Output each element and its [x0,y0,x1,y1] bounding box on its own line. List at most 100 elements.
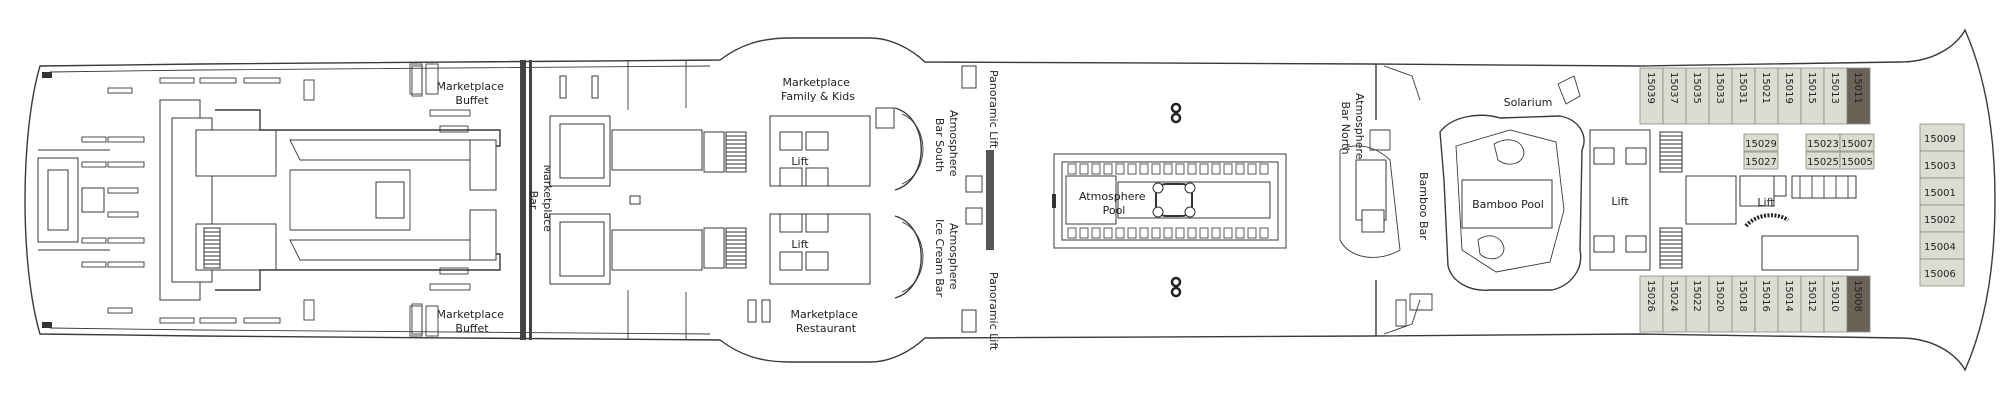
cabin-15006[interactable]: 15006 [1919,258,1965,287]
label-bamboo-bar: Bamboo Bar [1417,172,1430,240]
stern-area [37,65,471,335]
cabin-number: 15013 [1829,72,1840,104]
cabin-15011[interactable]: 15011 [1846,67,1871,125]
cabin-15020[interactable]: 15020 [1708,275,1733,333]
ring-icon [1170,102,1182,298]
stairs-icon [725,227,747,269]
cabin-number: 15027 [1745,157,1777,168]
cabin-number: 15019 [1783,72,1794,104]
cabin-number: 15029 [1745,139,1777,150]
cabin-number: 15039 [1645,72,1656,104]
cabin-number: 15006 [1924,269,1956,280]
hull-outline [24,28,1996,372]
cabin-number: 15022 [1691,280,1702,312]
cabin-15022[interactable]: 15022 [1685,275,1710,333]
svg-text:Atmosphere Ice Cream Bar: Atmosphere Ice Cream Bar [933,219,960,298]
cabin-15007[interactable]: 15007 [1839,133,1875,152]
cabin-15014[interactable]: 15014 [1777,275,1802,333]
cabin-number: 15020 [1714,280,1725,312]
cabin-number: 15007 [1841,139,1873,150]
svg-text:Atmosphere Bar North: Atmosphere Bar North [1339,93,1366,163]
cabin-number: 15008 [1852,280,1863,312]
cabin-15004[interactable]: 15004 [1919,231,1965,260]
cabin-15039[interactable]: 15039 [1639,67,1664,125]
cabin-15005[interactable]: 15005 [1839,151,1875,170]
cabin-15019[interactable]: 15019 [1777,67,1802,125]
cabin-15025[interactable]: 15025 [1805,151,1841,170]
label-atmosphere-bar-south: Atmosphere [947,110,960,177]
label-atmosphere-bar-north: Atmosphere [1353,93,1366,160]
label-lift-d: Lift [1757,196,1775,209]
atmosphere-pool-area: Atmosphere Pool [1052,102,1287,298]
cabin-number: 15005 [1841,157,1873,168]
svg-text:Marketplace Buffet: Marketplace Buffet [437,80,508,107]
label-lift-b: Lift [791,238,809,251]
cabin-number: 15018 [1737,280,1748,312]
cabin-number: 15024 [1668,280,1679,312]
cabin-15026[interactable]: 15026 [1639,275,1664,333]
cabin-number: 15010 [1829,280,1840,312]
cabin-15009[interactable]: 15009 [1919,123,1965,152]
atmosphere-ice-cream-bar: Atmosphere Ice Cream Bar [894,215,960,299]
cabin-15015[interactable]: 15015 [1800,67,1825,125]
label-panoramic-lift-top: Panoramic Lift [987,70,1000,149]
cabin-number: 15002 [1924,215,1956,226]
label-atmosphere-pool: Atmosphere [1079,190,1146,203]
lift-cluster-b: Lift [769,213,871,285]
cabin-15002[interactable]: 15002 [1919,204,1965,233]
cabin-15027[interactable]: 15027 [1743,151,1779,170]
cabin-number: 15031 [1737,72,1748,104]
cabin-number: 15033 [1714,72,1725,104]
cabin-15024[interactable]: 15024 [1662,275,1687,333]
cabin-number: 15009 [1924,134,1956,145]
cabin-number: 15001 [1924,188,1956,199]
svg-text:Marketplace Family & Kids: Marketplace Family & Kids [781,76,855,103]
cabin-number: 15026 [1645,280,1656,312]
panoramic-lift-area: Panoramic Lift Panoramic Lift [961,65,1000,351]
cabin-15001[interactable]: 15001 [1919,177,1965,206]
cabin-number: 15023 [1807,139,1839,150]
label-marketplace-buffet-top: Marketplace [437,80,505,93]
label-atmosphere-ice-cream-bar: Atmosphere [947,223,960,290]
marketplace-bar-area: Marketplace Bar [520,60,554,340]
cabin-15008[interactable]: 15008 [1846,275,1871,333]
stairs-icon [725,131,747,173]
cabin-number: 15012 [1806,280,1817,312]
cabin-number: 15004 [1924,242,1956,253]
cabin-number: 15003 [1924,161,1956,172]
cabin-number: 15025 [1807,157,1839,168]
forward-lift-core: Lift Lift [1589,129,1859,271]
label-marketplace-family-kids: Marketplace [783,76,851,89]
cabin-number: 15015 [1806,72,1817,104]
cabin-15013[interactable]: 15013 [1823,67,1848,125]
label-marketplace-restaurant: Marketplace [791,308,859,321]
label-lift-a: Lift [791,155,809,168]
buffet-area: Marketplace Buffet Marketplace Buffet [159,63,508,337]
cabin-15035[interactable]: 15035 [1685,67,1710,125]
svg-text:Marketplace Buffet: Marketplace Buffet [437,308,508,335]
svg-text:Marketplace Restaurant: Marketplace Restaurant [791,308,862,335]
cabin-15023[interactable]: 15023 [1805,133,1841,152]
cabin-15003[interactable]: 15003 [1919,150,1965,179]
cabin-15016[interactable]: 15016 [1754,275,1779,333]
label-marketplace-buffet-bottom: Marketplace [437,308,505,321]
cabin-number: 15021 [1760,72,1771,104]
stairs-icon [1659,131,1683,173]
label-panoramic-lift-bottom: Panoramic Lift [987,272,1000,351]
label-solarium: Solarium [1504,96,1553,109]
cabin-15012[interactable]: 15012 [1800,275,1825,333]
cabin-15033[interactable]: 15033 [1708,67,1733,125]
atmosphere-bar-south: Atmosphere Bar South [875,107,960,191]
cabin-15031[interactable]: 15031 [1731,67,1756,125]
cabin-15021[interactable]: 15021 [1754,67,1779,125]
label-bamboo-pool: Bamboo Pool [1472,198,1544,211]
svg-text:Atmosphere Bar South: Atmosphere Bar South [933,110,960,180]
cabin-15037[interactable]: 15037 [1662,67,1687,125]
cabin-15029[interactable]: 15029 [1743,133,1779,152]
cabin-15018[interactable]: 15018 [1731,275,1756,333]
cabin-15010[interactable]: 15010 [1823,275,1848,333]
